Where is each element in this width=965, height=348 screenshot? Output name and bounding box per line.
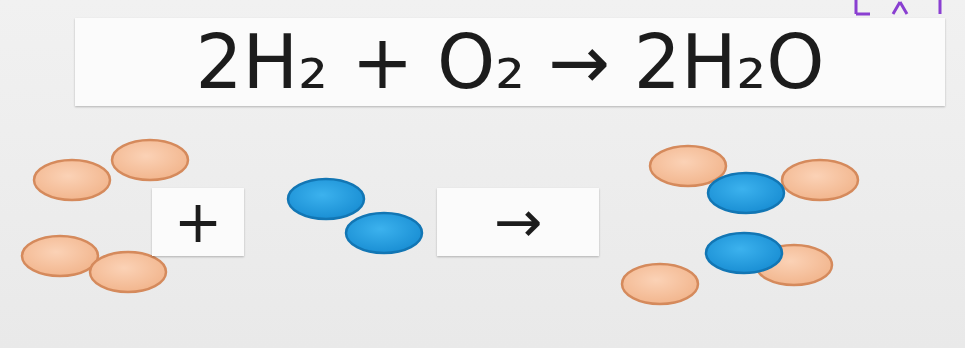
hydrogen-disc (34, 160, 110, 200)
hydrogen-disc (90, 252, 166, 292)
oxygen-disc (706, 233, 782, 273)
equation-card: 2H₂ + O₂ → 2H₂O (75, 18, 945, 106)
symbol-text: → (494, 193, 543, 251)
hydrogen-disc (112, 140, 188, 180)
symbol-text: + (174, 193, 223, 251)
equation-text: 2H₂ + O₂ → 2H₂O (195, 25, 824, 99)
hydrogen-disc (650, 146, 726, 186)
oxygen-disc (288, 179, 364, 219)
frame-fragment (856, 0, 940, 14)
plus-card: + (152, 188, 244, 256)
arrow-card: → (437, 188, 599, 256)
hydrogen-disc (622, 264, 698, 304)
hydrogen-disc (782, 160, 858, 200)
oxygen-disc (708, 173, 784, 213)
oxygen-disc (346, 213, 422, 253)
hydrogen-disc (22, 236, 98, 276)
